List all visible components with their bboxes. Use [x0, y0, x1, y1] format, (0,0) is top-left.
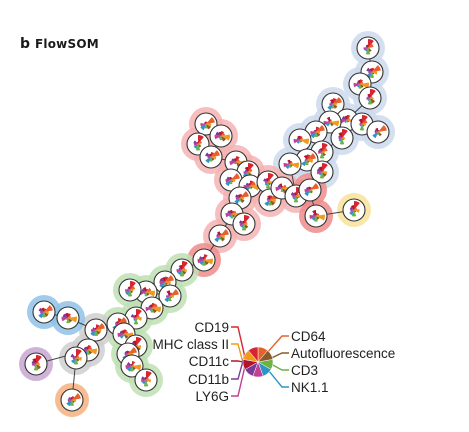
legend-label-cd11b: CD11b: [188, 372, 229, 387]
legend-label-ly6g: LY6G: [195, 389, 229, 404]
som-node: [24, 352, 48, 376]
som-node: [356, 36, 380, 60]
som-node: [140, 296, 164, 320]
legend-label-cd19: CD19: [194, 320, 229, 335]
som-node: [170, 258, 194, 282]
panel-letter: b: [20, 36, 31, 52]
panel-title: FlowSOM: [35, 37, 99, 51]
legend-label-autofluorescence: Autofluorescence: [291, 346, 395, 361]
legend-leader-lines: [231, 326, 289, 397]
som-node: [192, 248, 216, 272]
som-node: [310, 160, 334, 184]
som-node: [321, 92, 345, 116]
som-node: [134, 368, 158, 392]
som-node: [278, 152, 302, 176]
som-node: [366, 120, 390, 144]
som-node: [56, 306, 80, 330]
som-node: [194, 112, 218, 136]
som-node: [32, 300, 56, 324]
marker-legend: CD19 MHC class II CD11c CD11b LY6G CD64 …: [152, 320, 395, 404]
som-node: [208, 224, 232, 248]
som-node: [124, 306, 148, 330]
som-node: [358, 86, 382, 110]
panel-label: b FlowSOM: [20, 36, 99, 52]
som-nodes: [24, 36, 390, 412]
legend-label-cd3: CD3: [291, 363, 318, 378]
som-node: [232, 212, 256, 236]
som-node: [199, 145, 223, 169]
som-node: [60, 388, 84, 412]
legend-label-cd64: CD64: [291, 329, 326, 344]
legend-label-cd11c: CD11c: [189, 354, 230, 369]
som-node: [64, 346, 88, 370]
som-node: [158, 284, 182, 308]
som-node: [342, 198, 366, 222]
som-node: [295, 148, 319, 172]
legend-label-mhc-class-ii: MHC class II: [152, 337, 229, 352]
som-node: [118, 278, 142, 302]
som-node: [298, 178, 322, 202]
legend-star-glyph: [242, 346, 274, 378]
som-node: [304, 204, 328, 228]
som-node: [84, 318, 108, 342]
som-node: [120, 354, 144, 378]
som-node: [209, 124, 233, 148]
som-node: [288, 128, 312, 152]
legend-label-nk1-1: NK1.1: [291, 380, 329, 395]
som-node: [330, 126, 354, 150]
